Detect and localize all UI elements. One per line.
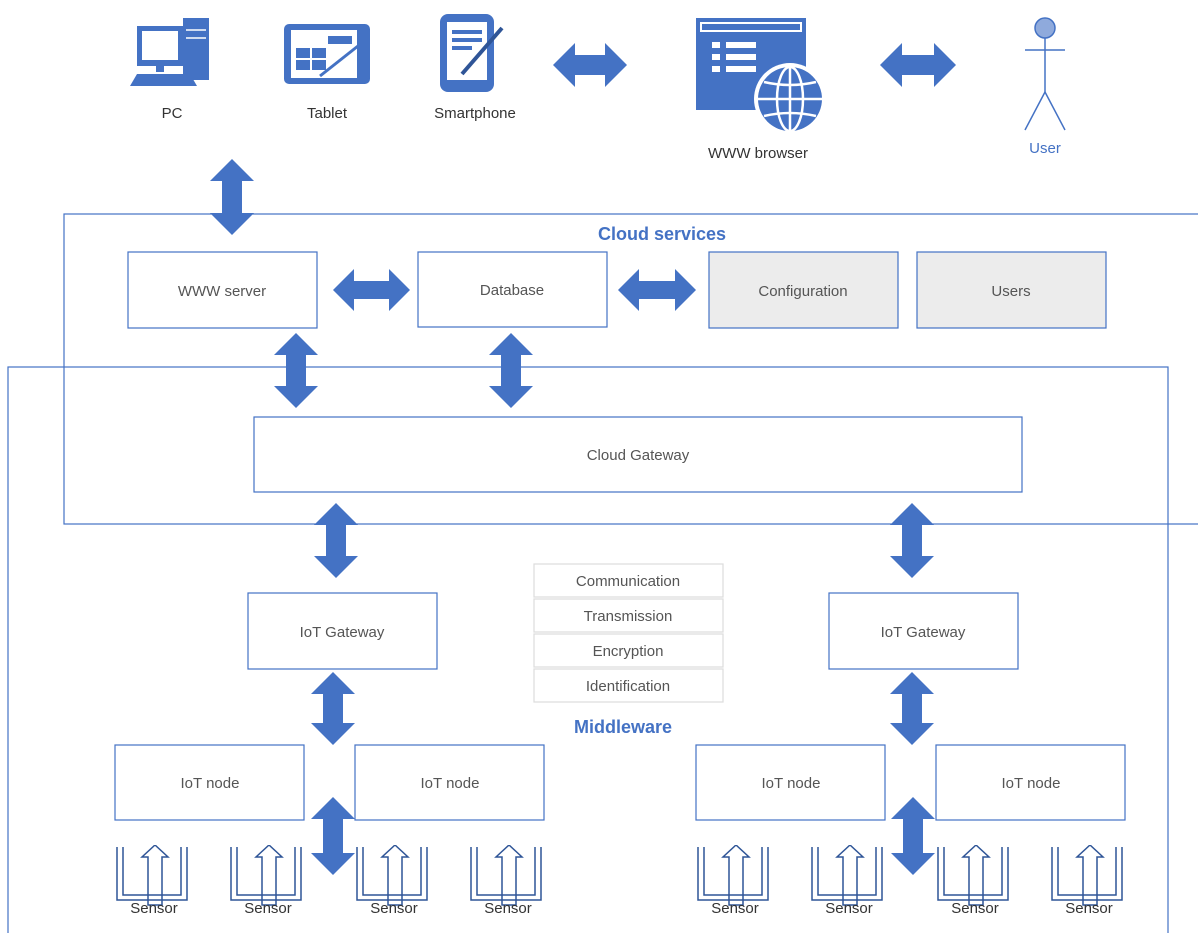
- iot-node-box-4: [935, 744, 1126, 821]
- nodes-sensors-left-arrow: [311, 797, 355, 875]
- iot-gateway-right-box: [828, 592, 1019, 670]
- layer-identification-label: Identification: [586, 678, 670, 695]
- sensor-icon: [811, 845, 883, 906]
- sensor-label-7: Sensor: [951, 900, 999, 917]
- sensor-label-5: Sensor: [711, 900, 759, 917]
- iot-node-box-1: [114, 744, 305, 821]
- cloud-services-title: Cloud services: [598, 224, 726, 244]
- tablet-icon: [284, 24, 370, 84]
- sensor-icon: [230, 845, 302, 906]
- user-label: User: [1029, 140, 1061, 157]
- database-box: [417, 251, 608, 328]
- configuration-label: Configuration: [758, 283, 847, 300]
- nodes-sensors-right-arrow: [891, 797, 935, 875]
- smartphone-browser-arrow: [553, 43, 627, 87]
- gateway-right-nodes-arrow: [890, 672, 934, 745]
- sensor-label-8: Sensor: [1065, 900, 1113, 917]
- middleware-title: Middleware: [574, 717, 672, 737]
- pc-icon: [130, 18, 209, 86]
- iot-gateway-left-box: [247, 592, 438, 670]
- server-database-arrow: [333, 269, 410, 311]
- cloud-gateway-left-arrow: [314, 503, 358, 578]
- www-server-label: WWW server: [178, 283, 266, 300]
- iot-node-box-2: [354, 744, 545, 821]
- layer-encryption-label: Encryption: [593, 643, 664, 660]
- database-configuration-arrow: [618, 269, 696, 311]
- devices-cloud-arrow: [210, 159, 254, 235]
- sensor-label-2: Sensor: [244, 900, 292, 917]
- layer-transmission: [533, 598, 724, 633]
- configuration-box: [708, 251, 899, 329]
- sensor-icon: [116, 845, 188, 906]
- iot-node-label-1: IoT node: [181, 775, 240, 792]
- pc-label: PC: [162, 105, 183, 122]
- cloud-services-frame: [63, 213, 1198, 525]
- browser-icon: [696, 18, 826, 135]
- iot-node-box-3: [695, 744, 886, 821]
- database-gateway-arrow: [489, 333, 533, 408]
- layer-identification: [533, 668, 724, 703]
- smartphone-label: Smartphone: [434, 105, 516, 122]
- sensor-label-1: Sensor: [130, 900, 178, 917]
- iot-node-label-4: IoT node: [1002, 775, 1061, 792]
- sensor-icon: [937, 845, 1009, 906]
- browser-user-arrow: [880, 43, 956, 87]
- www-server-box: [127, 251, 318, 329]
- sensor-label-4: Sensor: [484, 900, 532, 917]
- sensor-label-6: Sensor: [825, 900, 873, 917]
- database-label: Database: [480, 282, 544, 299]
- user-icon: [1024, 17, 1066, 131]
- browser-label: WWW browser: [708, 145, 808, 162]
- users-label: Users: [991, 283, 1030, 300]
- sensor-icon: [470, 845, 542, 906]
- sensor-label-3: Sensor: [370, 900, 418, 917]
- layer-communication-label: Communication: [576, 573, 680, 590]
- sensor-icon: [356, 845, 428, 906]
- sensor-icon: [1051, 845, 1123, 906]
- iot-node-label-2: IoT node: [421, 775, 480, 792]
- layer-transmission-label: Transmission: [584, 608, 673, 625]
- iot-gateway-left-label: IoT Gateway: [300, 624, 385, 641]
- cloud-gateway-right-arrow: [890, 503, 934, 578]
- sensor-icon: [697, 845, 769, 906]
- layer-encryption: [533, 633, 724, 668]
- cloud-gateway-box: [253, 416, 1023, 493]
- smartphone-icon: [440, 14, 504, 92]
- cloud-gateway-label: Cloud Gateway: [587, 447, 690, 464]
- iot-gateway-right-label: IoT Gateway: [881, 624, 966, 641]
- tablet-label: Tablet: [307, 105, 348, 122]
- iot-node-label-3: IoT node: [762, 775, 821, 792]
- layer-communication: [533, 563, 724, 598]
- server-gateway-arrow: [274, 333, 318, 408]
- gateway-left-nodes-arrow: [311, 672, 355, 745]
- users-box: [916, 251, 1107, 329]
- middleware-frame: [7, 366, 1169, 933]
